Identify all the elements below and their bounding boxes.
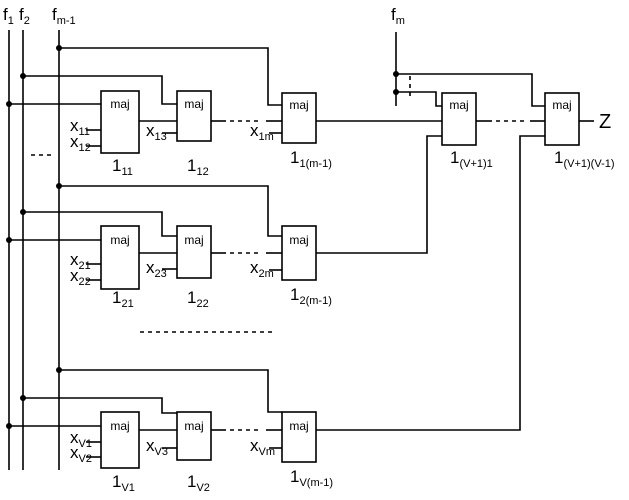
label-f2: f2 bbox=[19, 5, 30, 27]
gate-v1-1: maj bbox=[442, 93, 476, 145]
gate-v2: maj bbox=[177, 412, 211, 460]
label-g21: 121 bbox=[112, 288, 134, 310]
gate-v-m-1: maj bbox=[282, 412, 316, 462]
output-z: Z bbox=[599, 111, 611, 133]
label-g1m1: 11(m-1) bbox=[290, 148, 332, 170]
svg-text:maj: maj bbox=[289, 419, 308, 433]
gate-12: maj bbox=[177, 91, 211, 141]
svg-text:maj: maj bbox=[110, 97, 129, 111]
label-x13: x13 bbox=[146, 121, 167, 143]
label-f1: f1 bbox=[3, 5, 14, 27]
label-fm: fm bbox=[391, 5, 405, 27]
label-fm1: fm-1 bbox=[52, 5, 76, 27]
svg-text:maj: maj bbox=[184, 233, 203, 247]
label-gf2: 1(V+1)(V-1) bbox=[554, 148, 615, 170]
svg-text:maj: maj bbox=[289, 98, 308, 112]
svg-text:maj: maj bbox=[449, 98, 468, 112]
label-g11: 111 bbox=[112, 156, 133, 178]
svg-text:maj: maj bbox=[110, 419, 129, 433]
label-gv2: 1V2 bbox=[187, 472, 210, 494]
gate-21: maj bbox=[101, 226, 139, 289]
gate-2-m-1: maj bbox=[282, 226, 316, 280]
svg-text:maj: maj bbox=[552, 98, 571, 112]
label-gv1: 1V1 bbox=[112, 472, 135, 494]
svg-text:maj: maj bbox=[184, 419, 203, 433]
label-g2m1: 12(m-1) bbox=[290, 285, 332, 307]
label-g22: 122 bbox=[187, 288, 209, 310]
label-xvm: xVm bbox=[250, 436, 275, 458]
svg-text:maj: maj bbox=[289, 233, 308, 247]
svg-text:maj: maj bbox=[184, 97, 203, 111]
label-gvm1: 1V(m-1) bbox=[290, 467, 333, 489]
gate-v1: maj bbox=[101, 412, 139, 468]
gate-11: maj bbox=[101, 91, 139, 153]
label-g12: 112 bbox=[187, 156, 209, 178]
gate-v1-v-1: maj bbox=[545, 93, 579, 145]
bus-labels: f1 f2 fm-1 fm bbox=[3, 5, 405, 27]
label-x23: x23 bbox=[146, 258, 167, 280]
label-x2m: x2m bbox=[250, 258, 274, 280]
row-v-wires bbox=[9, 136, 545, 457]
gate-22: maj bbox=[177, 226, 211, 278]
svg-text:maj: maj bbox=[110, 233, 129, 247]
label-gf1: 1(V+1)1 bbox=[450, 148, 493, 170]
label-x1m: x1m bbox=[250, 121, 274, 143]
gate-1-m-1: maj bbox=[282, 93, 316, 143]
label-xv3: xV3 bbox=[146, 436, 168, 458]
